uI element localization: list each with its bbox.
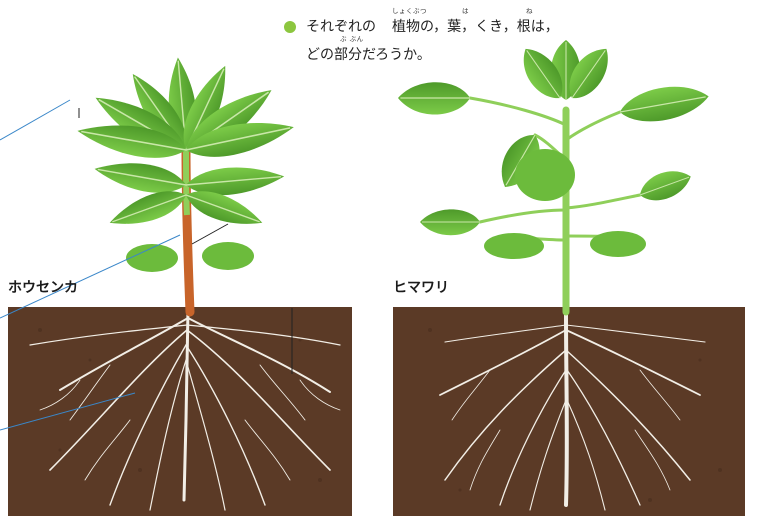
q-word-root: 根: [517, 19, 531, 35]
q-word-leaf: 葉: [447, 19, 461, 35]
q-text-wa: は，: [531, 19, 559, 35]
q-text-sorezore: それぞれの: [306, 19, 376, 35]
sunflower-stem: [470, 98, 640, 312]
question-line-1: それぞれの植物の，葉，くき，根は，: [306, 20, 559, 34]
q-word-part: 部分: [334, 47, 362, 63]
furigana-shokubutsu: しょくぶつ: [392, 8, 427, 15]
q-word-plant: 植物: [392, 19, 420, 35]
label-touch-me-not: ホウセンカ: [8, 277, 78, 297]
furigana-ha: は: [462, 8, 469, 15]
q-text-darouka: だろうか。: [362, 47, 431, 63]
question-line-2: どの部分だろうか。: [306, 48, 431, 62]
q-text-kuki: ，くき，: [461, 19, 517, 35]
green-bullet-icon: [284, 21, 296, 33]
q-text-dono: どの: [306, 47, 334, 63]
label-sunflower: ヒマワリ: [393, 277, 449, 297]
furigana-ne: ね: [526, 8, 533, 15]
q-text-no: の，: [420, 19, 447, 35]
furigana-bubun: ぶ ぶん: [340, 36, 364, 43]
soil-right: [393, 307, 745, 516]
